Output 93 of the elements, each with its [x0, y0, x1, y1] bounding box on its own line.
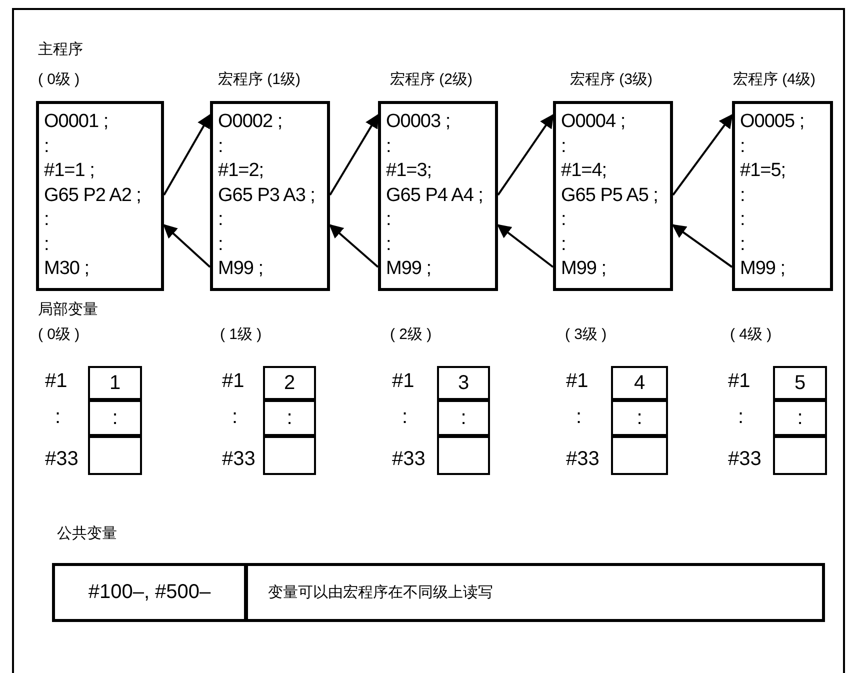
program-box — [210, 101, 330, 291]
empty-cell — [88, 436, 142, 475]
program-heading: ( 0级 ) — [38, 70, 80, 89]
code-line: : — [740, 232, 745, 256]
program-box — [378, 101, 498, 291]
variable-cell: 5 — [773, 366, 827, 400]
code-line: : — [740, 134, 745, 158]
level-label: ( 1级 ) — [220, 325, 262, 344]
code-line: : — [218, 208, 223, 232]
variable-cell: 4 — [611, 366, 668, 400]
level-label: ( 3级 ) — [565, 325, 607, 344]
code-line: #1=4; — [561, 159, 607, 183]
code-line: O0001 ; — [44, 110, 108, 134]
code-line: : — [561, 232, 566, 256]
variable-name: #33 — [728, 448, 762, 471]
code-line: O0002 ; — [218, 110, 282, 134]
program-box — [36, 101, 164, 291]
variable-name: #1 — [566, 370, 588, 393]
level-label: ( 4级 ) — [730, 325, 772, 344]
program-heading: 宏程序 (3级) — [570, 70, 652, 89]
variable-name: #1 — [728, 370, 750, 393]
arrow — [162, 224, 211, 268]
empty-cell — [773, 436, 827, 475]
program-box — [553, 101, 673, 291]
code-line: O0004 ; — [561, 110, 626, 134]
variable-cell: 1 — [88, 366, 142, 400]
arrow — [672, 224, 733, 268]
code-line: : — [740, 208, 745, 232]
variable-cell: : — [611, 400, 668, 436]
code-line: : — [386, 232, 391, 256]
program-heading: 主程序 — [38, 40, 83, 59]
section-label: 局部变量 — [38, 300, 98, 319]
code-line: G65 P2 A2 ; — [44, 184, 141, 208]
variable-cell: : — [437, 400, 490, 436]
variable-cell: : — [263, 400, 316, 436]
variable-name: : — [232, 406, 238, 429]
arrow — [496, 224, 554, 268]
variable-name: : — [402, 406, 408, 429]
variable-name: #33 — [45, 448, 78, 471]
variable-cell: : — [773, 400, 827, 436]
arrow — [328, 224, 379, 268]
arrow — [329, 114, 379, 196]
variable-name: : — [738, 406, 744, 429]
arrow — [672, 114, 733, 196]
code-line: M99 ; — [386, 257, 432, 281]
code-line: : — [218, 232, 223, 256]
code-line: #1=2; — [218, 159, 264, 183]
variable-cell: : — [88, 400, 142, 436]
variable-cell: #100–, #500– — [52, 563, 247, 622]
code-line: : — [386, 208, 391, 232]
level-label: ( 0级 ) — [38, 325, 80, 344]
code-line: M99 ; — [218, 257, 264, 281]
section-label: 公共变量 — [57, 524, 117, 543]
code-line: : — [740, 184, 745, 208]
code-line: G65 P4 A4 ; — [386, 184, 483, 208]
code-line: #1=1 ; — [44, 159, 94, 183]
program-heading: 宏程序 (4级) — [733, 70, 816, 89]
variable-name: #1 — [222, 370, 244, 393]
empty-cell — [611, 436, 668, 475]
code-line: O0005 ; — [740, 110, 804, 134]
variable-name: #33 — [566, 448, 600, 471]
level-label: ( 2级 ) — [390, 325, 432, 344]
code-line: M99 ; — [740, 257, 786, 281]
code-line: : — [44, 232, 49, 256]
variable-name: #1 — [392, 370, 414, 393]
variable-name: #1 — [45, 370, 68, 393]
code-line: #1=3; — [386, 159, 432, 183]
variable-cell: 2 — [263, 366, 316, 400]
arrow — [163, 114, 211, 196]
code-line: : — [386, 134, 391, 158]
code-line: : — [44, 208, 49, 232]
code-line: : — [561, 208, 566, 232]
program-box — [732, 101, 833, 291]
code-line: : — [218, 134, 223, 158]
code-line: #1=5; — [740, 159, 786, 183]
code-line: : — [44, 134, 49, 158]
code-line: M99 ; — [561, 257, 606, 281]
variable-name: #33 — [392, 448, 426, 471]
code-line: M30 ; — [44, 257, 90, 281]
code-line: O0003 ; — [386, 110, 450, 134]
code-line: : — [561, 134, 566, 158]
code-line: G65 P5 A5 ; — [561, 184, 658, 208]
variable-cell: 变量可以由宏程序在不同级上读写 — [245, 563, 825, 622]
code-line: G65 P3 A3 ; — [218, 184, 315, 208]
program-heading: 宏程序 (1级) — [218, 70, 300, 89]
variable-cell: 3 — [437, 366, 490, 400]
variable-name: #33 — [222, 448, 256, 471]
variable-name: : — [55, 406, 61, 429]
arrow — [497, 114, 554, 196]
variable-name: : — [576, 406, 582, 429]
empty-cell — [263, 436, 316, 475]
program-heading: 宏程序 (2级) — [390, 70, 472, 89]
empty-cell — [437, 436, 490, 475]
